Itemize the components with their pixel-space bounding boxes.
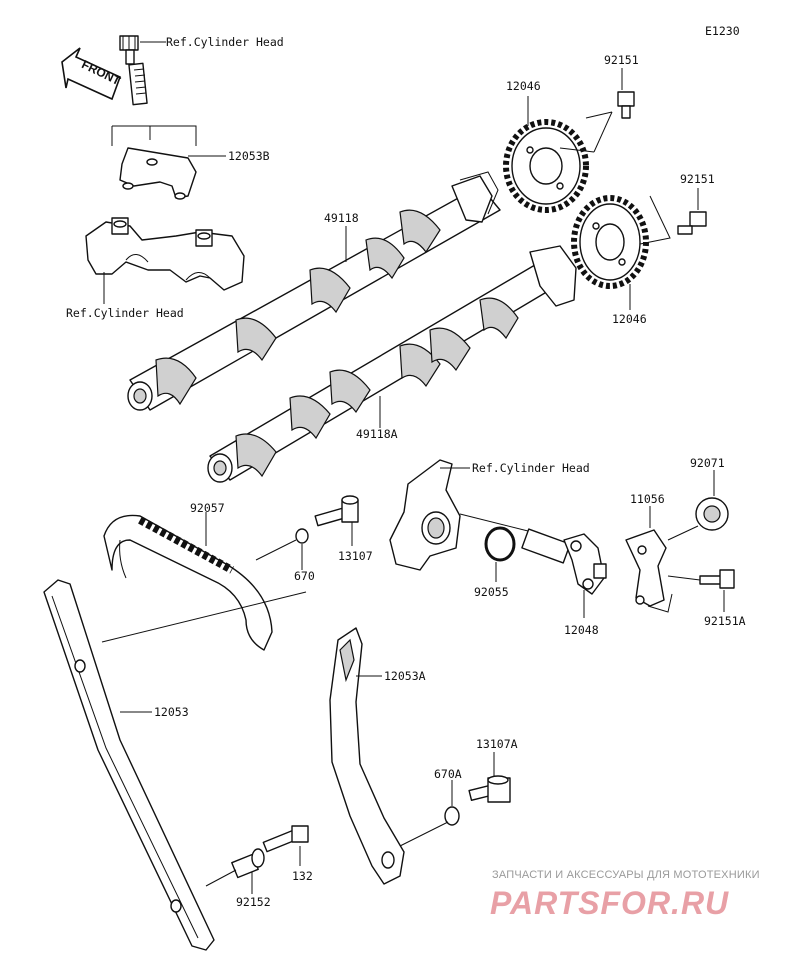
head-bolt <box>119 35 148 106</box>
label-670: 670 <box>294 569 315 583</box>
label-12046-mid: 12046 <box>612 312 647 326</box>
label-12048: 12048 <box>564 623 599 637</box>
bolt-132 <box>262 825 309 853</box>
label-11056: 11056 <box>630 492 665 506</box>
cam-sprocket-top <box>503 119 589 213</box>
watermark-logo: PARTSFOR.RU <box>490 885 729 921</box>
label-92151-mid: 92151 <box>680 172 715 186</box>
label-12053B: 12053B <box>228 149 270 163</box>
front-arrow-icon: FRONT <box>61 47 123 101</box>
bolt-92151-mid <box>677 211 707 235</box>
tensioner-12048 <box>521 528 607 595</box>
label-92151-top: 92151 <box>604 53 639 67</box>
bolt-13107A <box>468 775 511 803</box>
bolt-13107 <box>314 495 359 527</box>
label-92055: 92055 <box>474 585 509 599</box>
label-92057: 92057 <box>190 501 225 515</box>
camshaft-49118 <box>127 171 501 411</box>
plate-11056 <box>625 529 667 607</box>
label-49118: 49118 <box>324 211 359 225</box>
bolt-92151-top <box>617 91 635 119</box>
label-132: 132 <box>292 869 313 883</box>
chain-guide-12053A <box>329 627 405 885</box>
label-12053: 12053 <box>154 705 189 719</box>
chain-guide-12053 <box>43 579 215 951</box>
bracket-12053B <box>119 147 197 200</box>
tensioner-housing <box>389 459 461 571</box>
label-13107: 13107 <box>338 549 373 563</box>
label-12046-top: 12046 <box>506 79 541 93</box>
ref-cylinder-head-left: Ref.Cylinder Head <box>66 306 184 320</box>
camshaft-cap <box>85 217 245 291</box>
label-670A: 670A <box>434 767 462 781</box>
watermark-caption: ЗАПЧАСТИ И АКСЕССУАРЫ ДЛЯ МОТОТЕХНИКИ <box>492 869 760 881</box>
label-49118A: 49118A <box>356 427 398 441</box>
o-ring-670 <box>295 528 309 544</box>
o-ring-670A <box>444 806 460 826</box>
gasket-92055 <box>484 526 516 562</box>
bolt-92151A <box>699 569 735 589</box>
diagram-code: E1230 <box>705 24 740 38</box>
label-12053A: 12053A <box>384 669 426 683</box>
label-92071: 92071 <box>690 456 725 470</box>
camshaft-49118A <box>207 245 577 483</box>
cam-chain-92057 <box>103 514 273 651</box>
cam-sprocket-mid <box>571 195 649 289</box>
label-92152: 92152 <box>236 895 271 909</box>
ref-cylinder-head-top: Ref.Cylinder Head <box>166 35 284 49</box>
cap-92071 <box>695 497 729 531</box>
label-13107A: 13107A <box>476 737 518 751</box>
collar-92152 <box>231 848 265 879</box>
label-92151A: 92151A <box>704 614 746 628</box>
ref-cylinder-head-mid: Ref.Cylinder Head <box>472 461 590 475</box>
